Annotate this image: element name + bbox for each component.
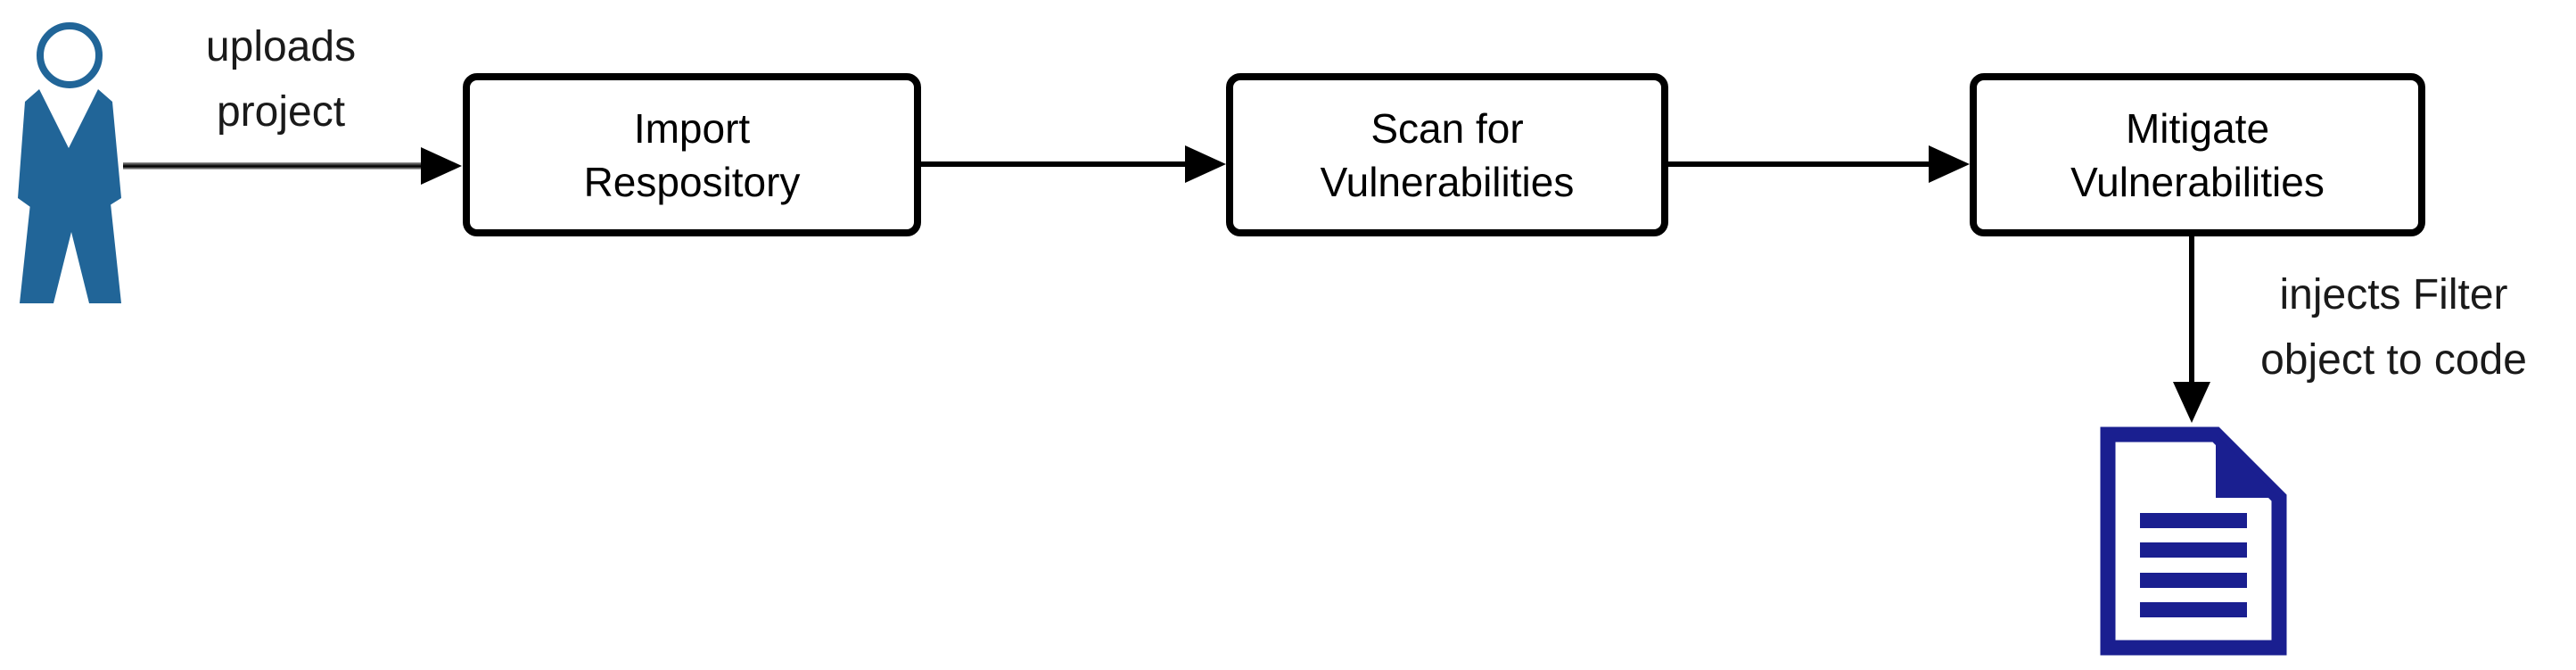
node-scan-line2: Vulnerabilities: [1320, 158, 1575, 205]
node-mitigate-line1: Mitigate: [2125, 104, 2270, 152]
document-icon: [2100, 426, 2287, 656]
edge-import-scan-line: [921, 161, 1185, 167]
edge-uploads-line: [123, 162, 423, 170]
document-text-line: [2140, 542, 2247, 558]
node-scan-line1: Scan for: [1370, 104, 1524, 152]
node-mitigate-line2: Vulnerabilities: [2070, 158, 2325, 205]
edge-scan-mitigate-line: [1668, 161, 1929, 167]
edge-injects-line: [2189, 236, 2194, 384]
edge-import-scan-arrowhead: [1185, 145, 1226, 183]
document-text-line: [2140, 602, 2247, 617]
person-torso: [18, 89, 121, 207]
node-import-line1: Import: [633, 104, 751, 152]
person-icon: [18, 22, 121, 303]
edge-label-uploads-line1: uploads: [205, 23, 357, 70]
edge-label-uploads: uploads project: [160, 14, 401, 145]
person-legs: [20, 203, 121, 303]
edge-label-injects-line2: object to code: [2260, 336, 2527, 384]
document-text-line: [2140, 513, 2247, 528]
edge-uploads-arrowhead: [421, 147, 462, 185]
edge-scan-mitigate-arrowhead: [1929, 145, 1970, 183]
edge-label-injects: injects Filter object to code: [2211, 262, 2576, 393]
node-mitigate-vulnerabilities: Mitigate Vulnerabilities: [1970, 73, 2425, 236]
node-import-line2: Respository: [583, 158, 801, 205]
node-import-repository: Import Respository: [463, 73, 921, 236]
edge-label-uploads-line2: project: [216, 88, 346, 136]
node-scan-vulnerabilities: Scan for Vulnerabilities: [1226, 73, 1668, 236]
edge-label-injects-line1: injects Filter: [2279, 271, 2508, 318]
person-head: [37, 22, 103, 88]
document-fold-corner: [2216, 434, 2279, 498]
document-text-line: [2140, 573, 2247, 588]
edge-injects-arrowhead: [2173, 382, 2210, 423]
